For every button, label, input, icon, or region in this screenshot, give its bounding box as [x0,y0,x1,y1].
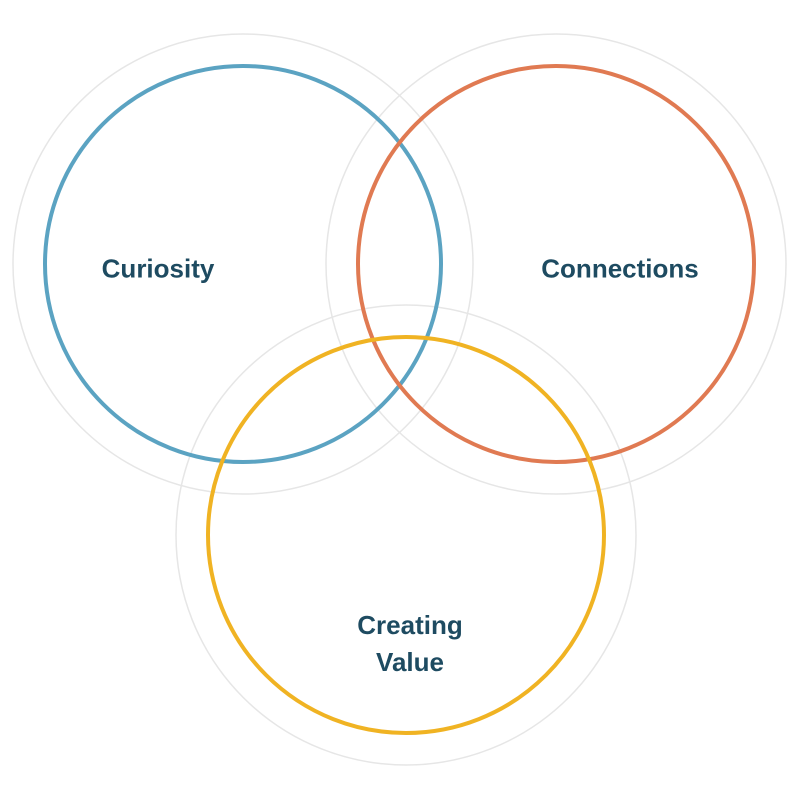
creating-value-label: Creating Value [357,607,462,681]
creating-value-outer-ring [175,304,637,766]
creating-value-label-line-1: Creating [357,610,463,640]
curiosity-circle [43,64,443,464]
curiosity-outer-ring [12,33,474,495]
connections-outer-ring [325,33,787,495]
curiosity-label: Curiosity [102,251,215,288]
connections-label: Connections [541,251,698,288]
connections-label-line: Connections [541,253,699,284]
connections-circle [356,64,756,464]
creating-value-label-line-2: Value [376,647,444,677]
curiosity-label-line: Curiosity [101,253,215,284]
creating-value-circle [206,335,606,735]
